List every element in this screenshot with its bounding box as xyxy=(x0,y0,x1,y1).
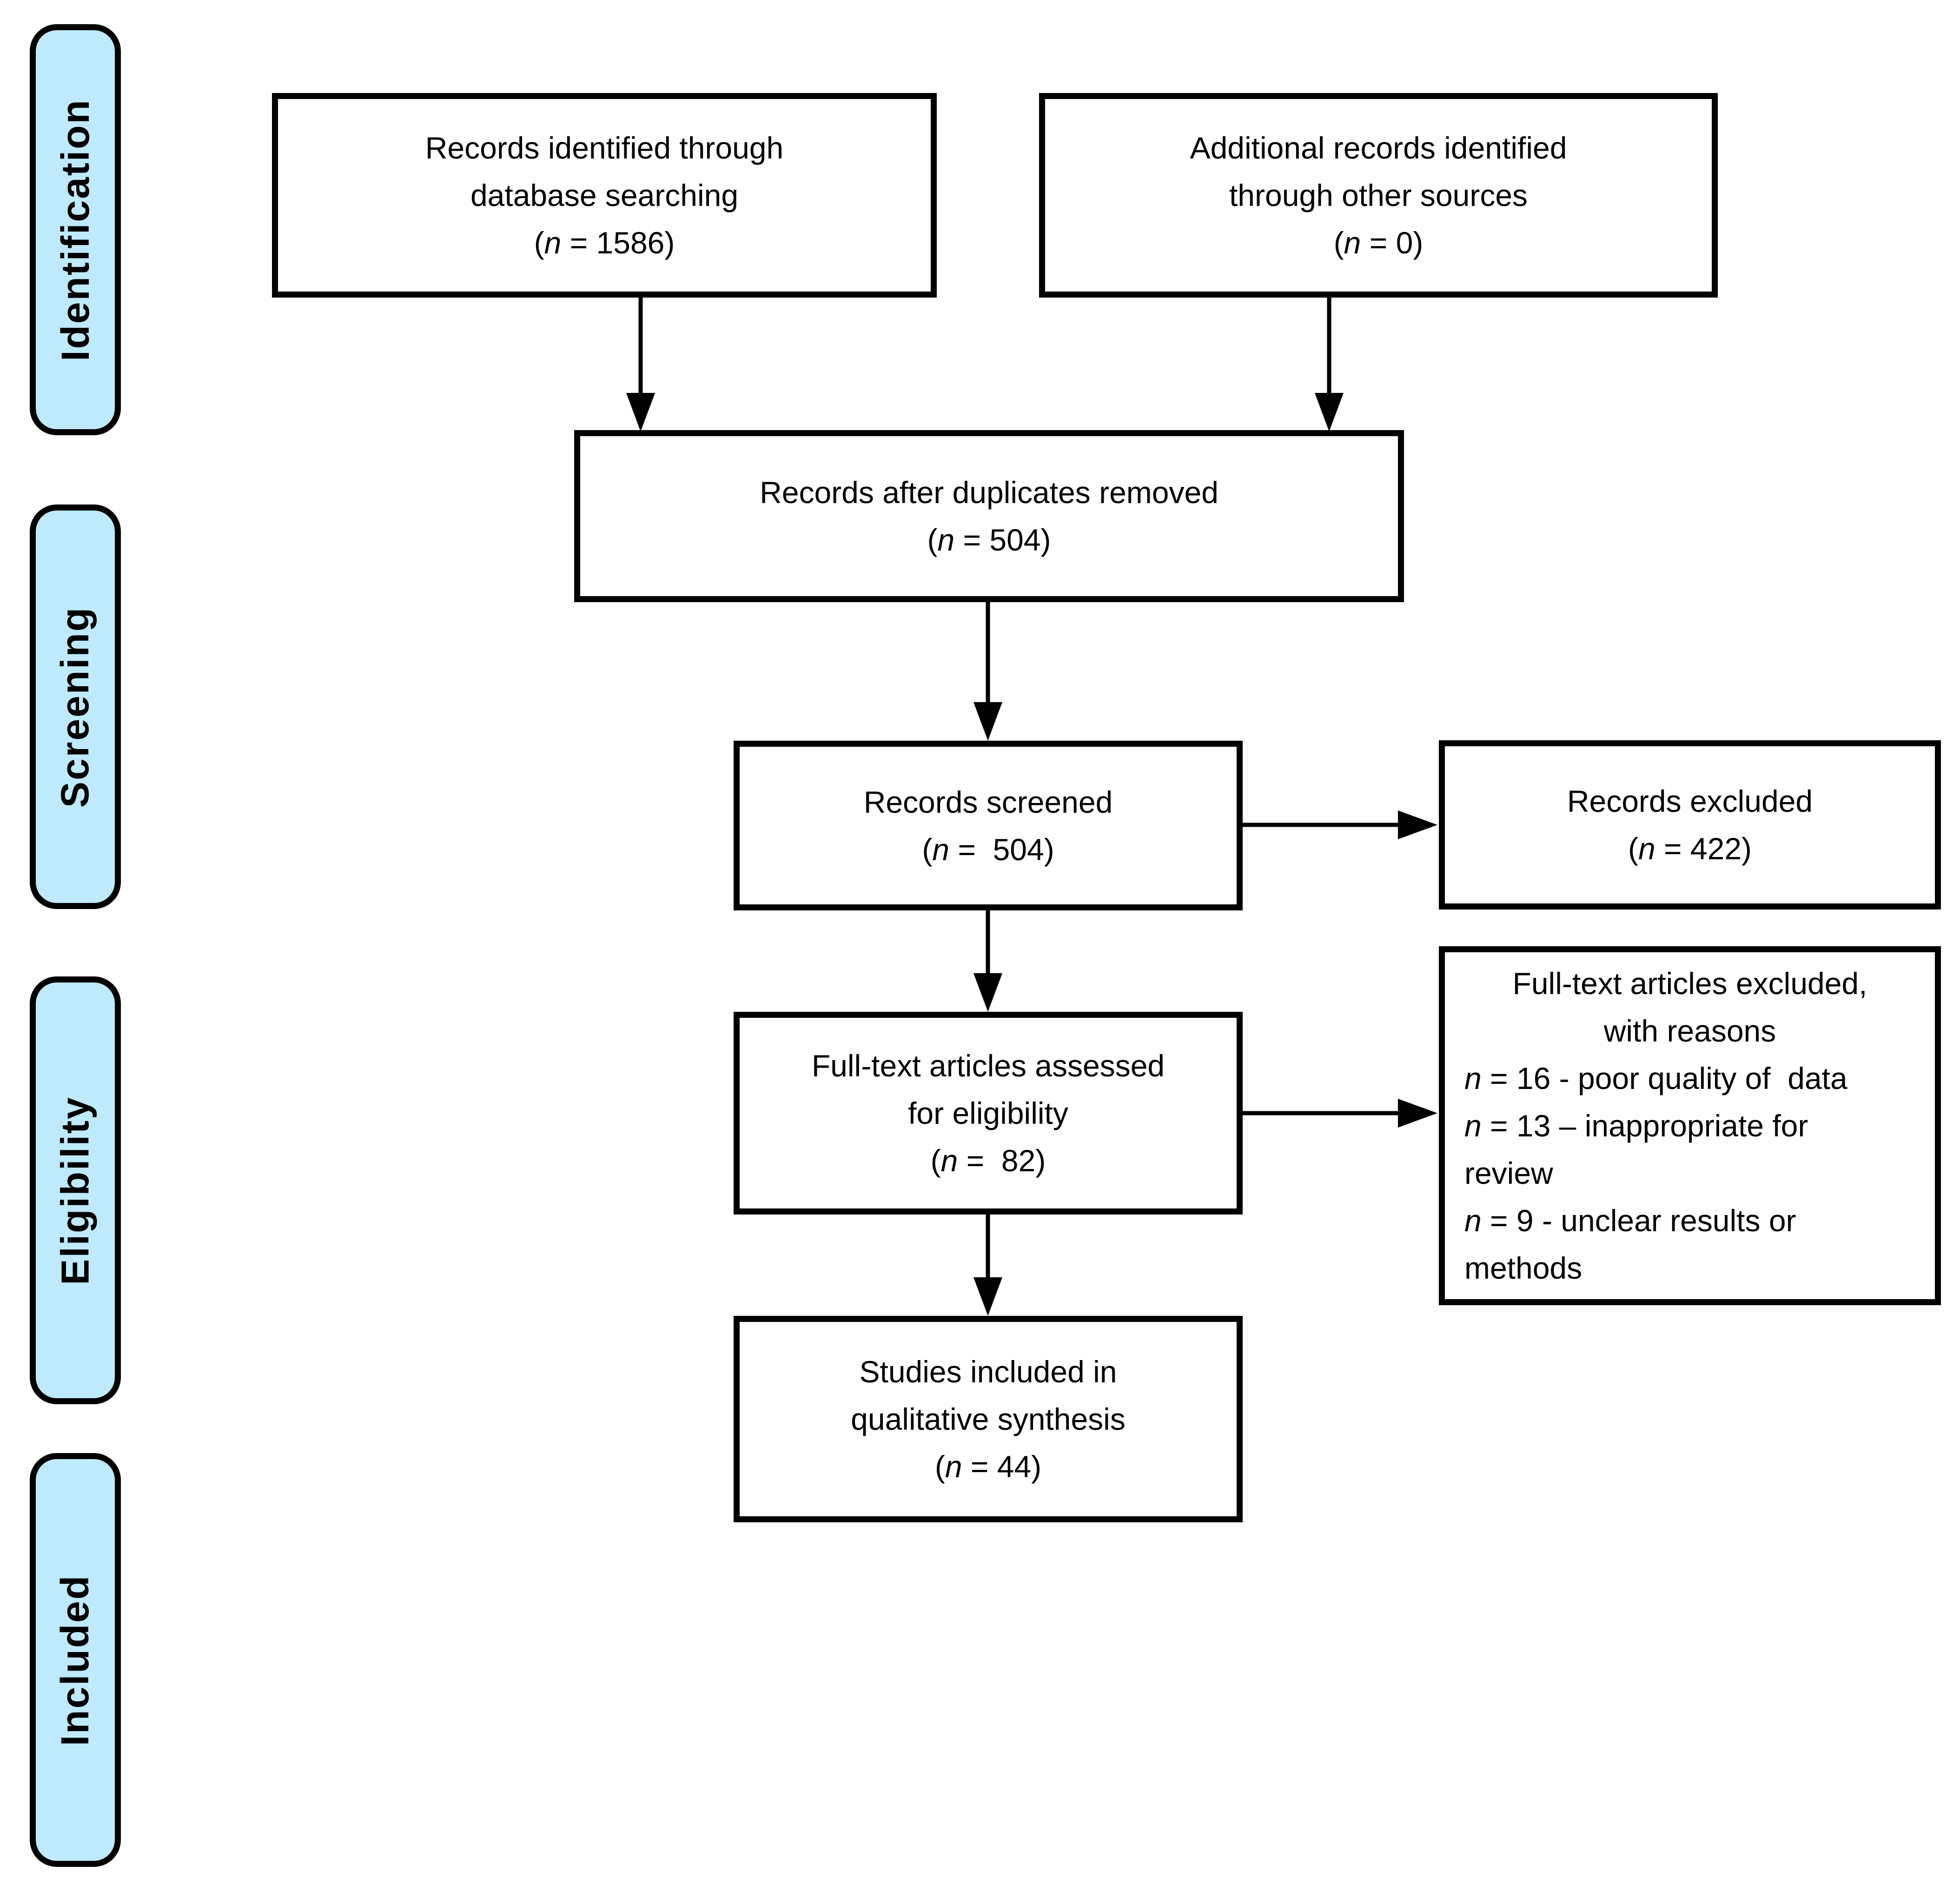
arrow-identified-to-duplicates xyxy=(626,298,655,431)
stage-label-screening: Screening xyxy=(53,606,97,808)
box-text-line: Studies included in xyxy=(859,1354,1117,1389)
arrow-duplicates-to-screened xyxy=(973,602,1002,741)
box-records-identified: Records identified through database searc… xyxy=(272,93,937,298)
box-text-line: (n = 44) xyxy=(934,1449,1042,1484)
box-text-line: with reasons xyxy=(1603,1014,1776,1048)
box-records-excluded: Records excluded (n = 422) xyxy=(1439,740,1941,909)
box-text-line: n = 13 – inappropriate for xyxy=(1464,1108,1808,1143)
box-text-line: (n = 0) xyxy=(1333,226,1424,260)
box-text-line: Additional records identified xyxy=(1190,131,1567,165)
box-text-line: (n = 82) xyxy=(930,1143,1046,1178)
box-text-line: Full-text articles assessed xyxy=(811,1049,1165,1083)
box-fulltext-excluded: Full-text articles excluded, with reasons… xyxy=(1439,946,1941,1305)
arrow-assessed-to-fulltext-excluded xyxy=(1243,1099,1437,1128)
box-text-line: Records after duplicates removed xyxy=(760,475,1218,510)
stage-label-identification: Identification xyxy=(53,98,97,361)
box-duplicates-removed: Records after duplicates removed (n = 504… xyxy=(574,430,1404,602)
arrow-screened-to-assessed xyxy=(973,910,1002,1012)
box-text-line: (n = 422) xyxy=(1628,831,1752,866)
box-text-line: qualitative synthesis xyxy=(851,1402,1126,1436)
box-text-line: Records screened xyxy=(863,784,1113,819)
stage-eligibility: Eligibility xyxy=(30,976,121,1404)
box-text-line: n = 16 - poor quality of data xyxy=(1464,1061,1847,1095)
box-text-line: Records identified through xyxy=(425,131,784,165)
box-studies-included: Studies included in qualitative synthesis… xyxy=(734,1316,1243,1522)
stage-identification: Identification xyxy=(30,24,121,435)
arrow-assessed-to-included xyxy=(973,1215,1002,1316)
box-text-line: (n = 504) xyxy=(922,832,1054,867)
box-text-line: (n = 1586) xyxy=(534,226,675,260)
box-text-line: review xyxy=(1464,1156,1553,1190)
box-text-line: through other sources xyxy=(1229,178,1528,212)
box-text-line: (n = 504) xyxy=(927,523,1051,557)
box-text-line: database searching xyxy=(470,178,739,212)
box-records-screened: Records screened (n = 504) xyxy=(734,741,1243,910)
box-text-line: Full-text articles excluded, xyxy=(1512,966,1867,1001)
arrow-additional-to-duplicates xyxy=(1315,298,1344,431)
box-text-line: n = 9 - unclear results or xyxy=(1464,1203,1796,1238)
box-additional-records: Additional records identified through oth… xyxy=(1039,93,1718,298)
box-text-line: for eligibility xyxy=(908,1096,1068,1130)
arrow-screened-to-excluded xyxy=(1243,810,1437,839)
stage-included: Included xyxy=(30,1453,121,1867)
box-fulltext-assessed: Full-text articles assessed for eligibili… xyxy=(734,1012,1243,1215)
stage-label-eligibility: Eligibility xyxy=(53,1095,97,1285)
box-text-line: methods xyxy=(1464,1251,1583,1285)
box-text-line: Records excluded xyxy=(1567,784,1813,818)
stage-label-included: Included xyxy=(53,1574,97,1746)
stage-screening: Screening xyxy=(30,504,121,909)
